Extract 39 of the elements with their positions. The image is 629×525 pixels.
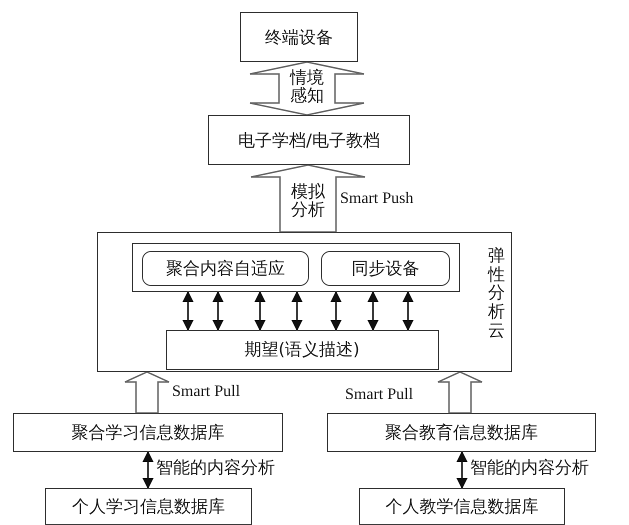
block-arrow (437, 371, 483, 414)
double-arrow (291, 290, 303, 332)
node-label: 期望(语义描述) (244, 339, 360, 361)
double-arrow (402, 290, 414, 332)
archive-box (208, 115, 410, 165)
node-label: 聚合内容自适应 (166, 258, 285, 280)
double-arrow (142, 450, 154, 490)
flow-label: Smart Pull (172, 383, 240, 401)
block-arrow (124, 371, 170, 414)
double-arrow (456, 450, 468, 490)
process-box (166, 330, 438, 370)
flow-label: Smart Pull (345, 386, 414, 404)
node-label: 终端设备 (265, 26, 333, 48)
double-arrow (254, 290, 266, 332)
edge-label: 智能的内容分析 (156, 459, 275, 478)
edge-label: 模拟分析 (291, 182, 325, 220)
double-arrow (182, 290, 194, 332)
process-box (321, 251, 450, 286)
database-box (45, 488, 252, 525)
vertical-label: 弹性分析云 (488, 247, 505, 340)
double-arrow (367, 290, 379, 332)
process-box (142, 251, 309, 286)
double-arrow (212, 290, 224, 332)
flow-label: Smart Push (340, 190, 414, 208)
node-label: 个人教学信息数据库 (386, 496, 538, 518)
device-box (240, 12, 358, 62)
edge-label: 智能的内容分析 (470, 459, 589, 478)
database-box (13, 413, 283, 452)
node-label: 电子学档/电子教档 (238, 130, 380, 152)
database-box (359, 488, 565, 525)
node-label: 同步设备 (352, 258, 420, 280)
double-arrow (330, 290, 342, 332)
database-box (327, 413, 596, 452)
node-label: 聚合学习信息数据库 (72, 422, 224, 444)
node-label: 个人学习信息数据库 (72, 496, 225, 518)
cloud-panel (97, 232, 512, 372)
node-label: 聚合教育信息数据库 (385, 422, 538, 444)
box (132, 242, 460, 292)
edge-label: 情境感知 (290, 68, 324, 106)
